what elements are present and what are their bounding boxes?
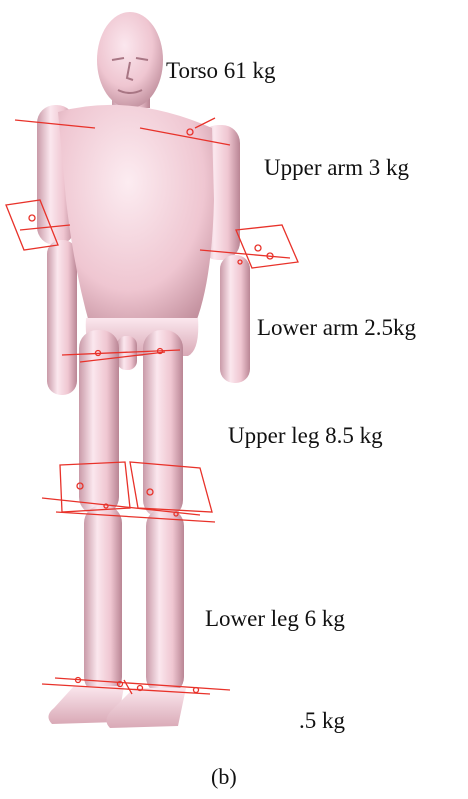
head xyxy=(97,12,163,108)
lower-leg-right xyxy=(146,508,184,695)
feet xyxy=(48,686,186,728)
lower-legs xyxy=(84,505,184,695)
foot-mass-label: .5 kg xyxy=(299,708,345,734)
figure-caption: (b) xyxy=(211,764,237,790)
lower-arm-right xyxy=(220,255,250,383)
lower-leg-mass-label: Lower leg 6 kg xyxy=(205,606,345,632)
torso-mass-label: Torso 61 kg xyxy=(166,58,276,84)
upper-leg-mass-label: Upper leg 8.5 kg xyxy=(228,423,383,449)
torso xyxy=(58,105,214,370)
lower-arm-mass-label: Lower arm 2.5kg xyxy=(257,315,416,341)
knee-joints xyxy=(42,462,215,522)
upper-arm-mass-label: Upper arm 3 kg xyxy=(264,155,409,181)
lower-leg-left xyxy=(84,505,122,695)
lower-arm-left xyxy=(47,240,77,395)
